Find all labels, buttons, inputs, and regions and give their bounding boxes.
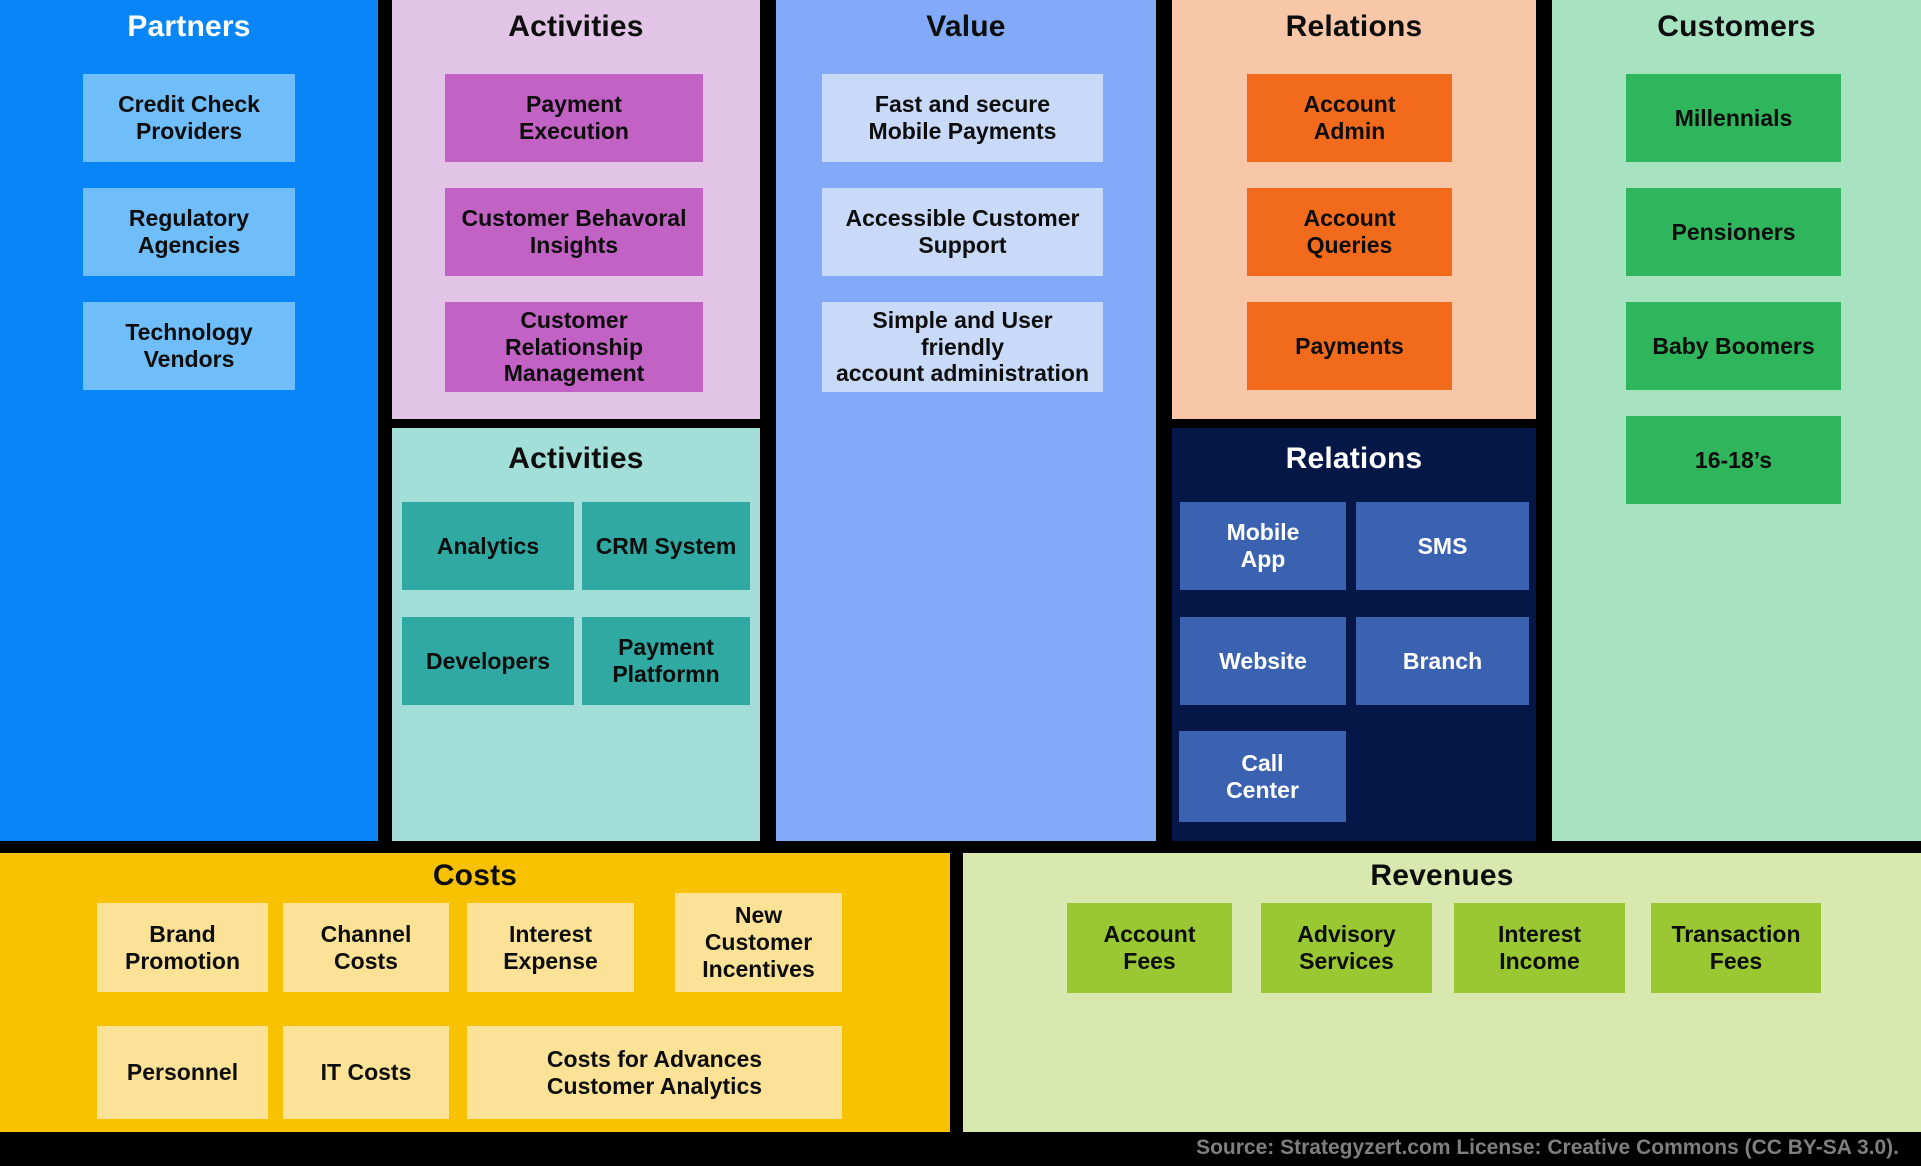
box-interest-expense: Interest Expense bbox=[467, 903, 634, 992]
box-customer-behavoral-insights: Customer Behavoral Insights bbox=[445, 188, 703, 276]
value-panel: Value Fast and secure Mobile Payments Ac… bbox=[776, 0, 1156, 841]
box-technology-vendors: Technology Vendors bbox=[83, 302, 295, 390]
box-personnel: Personnel bbox=[97, 1026, 268, 1119]
box-payment-platform: Payment Platformn bbox=[582, 617, 750, 705]
customers-title: Customers bbox=[1657, 10, 1816, 43]
box-sms: SMS bbox=[1356, 502, 1529, 590]
box-fast-secure-mobile-payments: Fast and secure Mobile Payments bbox=[822, 74, 1103, 162]
box-payment-execution: Payment Execution bbox=[445, 74, 703, 162]
box-accessible-customer-support: Accessible Customer Support bbox=[822, 188, 1103, 276]
box-simple-user-friendly-admin: Simple and User friendly account adminis… bbox=[822, 302, 1103, 392]
activities-key-title: Activities bbox=[508, 10, 644, 43]
source-license-note: Source: Strategyzert.com License: Creati… bbox=[1196, 1136, 1899, 1159]
box-interest-income: Interest Income bbox=[1454, 903, 1625, 993]
box-advisory-services: Advisory Services bbox=[1261, 903, 1432, 993]
box-account-admin: Account Admin bbox=[1247, 74, 1452, 162]
box-16-18s: 16-18’s bbox=[1626, 416, 1841, 504]
box-branch: Branch bbox=[1356, 617, 1529, 705]
box-channel-costs: Channel Costs bbox=[283, 903, 449, 992]
box-mobile-app: Mobile App bbox=[1180, 502, 1346, 590]
value-title: Value bbox=[926, 10, 1006, 43]
relations-top-panel: Relations Account Admin Account Queries … bbox=[1172, 0, 1536, 419]
costs-title: Costs bbox=[432, 859, 518, 892]
costs-panel: Costs Brand Promotion Channel Costs Inte… bbox=[0, 853, 950, 1132]
box-regulatory-agencies: Regulatory Agencies bbox=[83, 188, 295, 276]
revenues-panel: Revenues Account Fees Advisory Services … bbox=[963, 853, 1921, 1132]
box-call-center: Call Center bbox=[1179, 731, 1346, 822]
box-costs-advanced-customer-analytics: Costs for Advances Customer Analytics bbox=[467, 1026, 842, 1119]
box-customer-relationship-management: Customer Relationship Management bbox=[445, 302, 703, 392]
box-new-customer-incentives: New Customer Incentives bbox=[675, 893, 842, 992]
box-brand-promotion: Brand Promotion bbox=[97, 903, 268, 992]
box-transaction-fees: Transaction Fees bbox=[1651, 903, 1821, 993]
partners-panel: Partners Credit Check Providers Regulato… bbox=[0, 0, 378, 841]
box-crm-system: CRM System bbox=[582, 502, 750, 590]
box-account-queries: Account Queries bbox=[1247, 188, 1452, 276]
box-credit-check-providers: Credit Check Providers bbox=[83, 74, 295, 162]
box-account-fees: Account Fees bbox=[1067, 903, 1232, 993]
activities-resources-title: Activities bbox=[508, 442, 644, 475]
box-baby-boomers: Baby Boomers bbox=[1626, 302, 1841, 390]
relations-top-title: Relations bbox=[1285, 10, 1423, 43]
relations-channels-title: Relations bbox=[1285, 442, 1423, 475]
activities-key-panel: Activities Payment Execution Customer Be… bbox=[392, 0, 760, 419]
box-pensioners: Pensioners bbox=[1626, 188, 1841, 276]
box-developers: Developers bbox=[402, 617, 574, 705]
box-analytics: Analytics bbox=[402, 502, 574, 590]
partners-title: Partners bbox=[127, 10, 251, 43]
box-payments: Payments bbox=[1247, 302, 1452, 390]
customers-panel: Customers Millennials Pensioners Baby Bo… bbox=[1552, 0, 1921, 841]
activities-resources-panel: Activities Analytics CRM System Develope… bbox=[392, 428, 760, 841]
relations-channels-panel: Relations Mobile App SMS Website Branch … bbox=[1172, 428, 1536, 841]
box-it-costs: IT Costs bbox=[283, 1026, 449, 1119]
revenues-title: Revenues bbox=[1370, 859, 1514, 892]
box-website: Website bbox=[1180, 617, 1346, 705]
box-millennials: Millennials bbox=[1626, 74, 1841, 162]
